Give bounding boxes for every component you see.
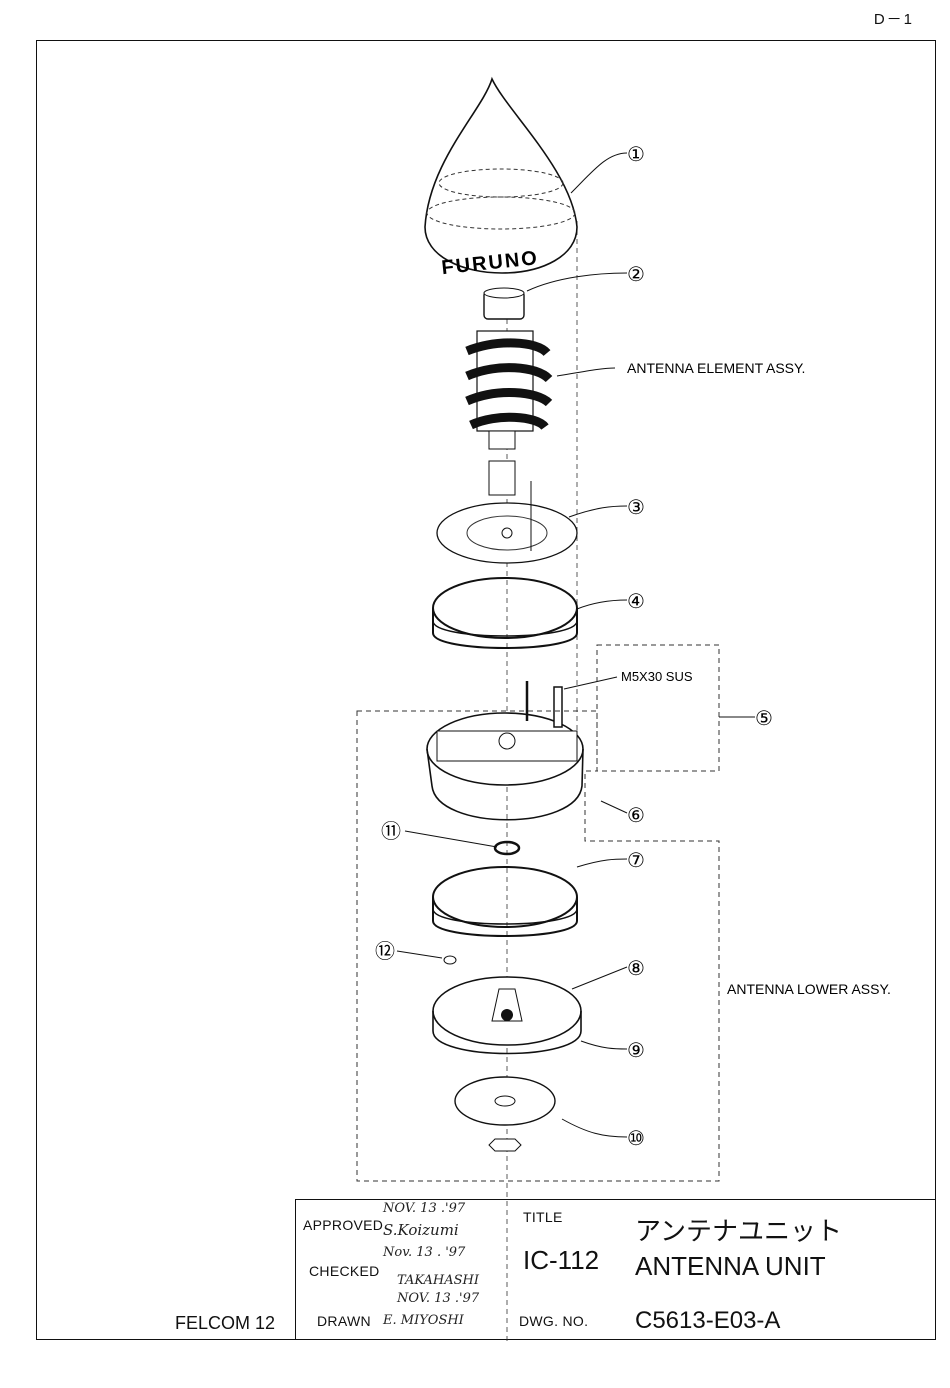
approved-label: APPROVED bbox=[303, 1217, 383, 1233]
callout-4: ④ bbox=[627, 591, 645, 613]
seal-ring-lower bbox=[433, 867, 577, 936]
callout-2: ② bbox=[627, 264, 645, 286]
approved-date: NOV. 13 .'97 bbox=[383, 1201, 465, 1216]
callout-10: ⑩ bbox=[627, 1128, 645, 1150]
label-lower-assy: ANTENNA LOWER ASSY. bbox=[727, 981, 891, 997]
bottom-plate bbox=[455, 1077, 555, 1151]
checked-by: TAKAHASHI bbox=[397, 1273, 479, 1288]
exploded-diagram: FURUNO bbox=[37, 41, 937, 1341]
callout-3: ③ bbox=[627, 497, 645, 519]
product-name: FELCOM 12 bbox=[175, 1313, 275, 1334]
screw-group-boundary bbox=[597, 645, 719, 771]
element-cap bbox=[484, 288, 524, 319]
callout-1: ① bbox=[627, 144, 645, 166]
label-screw: M5X30 SUS bbox=[621, 669, 693, 684]
drawing-sheet: FURUNO bbox=[36, 40, 936, 1340]
title-japanese: アンテナユニット bbox=[635, 1211, 842, 1248]
upper-housing bbox=[427, 681, 583, 820]
dwg-no-label: DWG. NO. bbox=[519, 1313, 588, 1329]
callout-6: ⑥ bbox=[627, 805, 645, 827]
drawn-date: NOV. 13 .'97 bbox=[397, 1291, 479, 1306]
callout-5: ⑤ bbox=[755, 708, 773, 730]
approved-by: S.Koizumi bbox=[383, 1221, 459, 1239]
radome: FURUNO bbox=[425, 79, 577, 279]
antenna-element bbox=[467, 331, 549, 495]
seal-ring-upper bbox=[433, 578, 577, 648]
checked-date: Nov. 13 . '97 bbox=[383, 1245, 465, 1260]
callout-9: ⑨ bbox=[627, 1040, 645, 1062]
checked-label: CHECKED bbox=[309, 1263, 380, 1279]
callout-8: ⑧ bbox=[627, 958, 645, 980]
gasket-12 bbox=[444, 956, 456, 964]
page-number: D－1 bbox=[874, 8, 914, 29]
label-element-assy: ANTENNA ELEMENT ASSY. bbox=[627, 360, 805, 376]
model-code: IC-112 bbox=[523, 1245, 599, 1276]
callout-7: ⑦ bbox=[627, 850, 645, 872]
drawn-by: E. MIYOSHI bbox=[383, 1313, 464, 1328]
dwg-number: C5613-E03-A bbox=[635, 1307, 780, 1335]
title-english: ANTENNA UNIT bbox=[635, 1251, 826, 1282]
callout-12: ⑫ bbox=[375, 940, 395, 963]
title-label: TITLE bbox=[523, 1209, 563, 1225]
drawn-label: DRAWN bbox=[317, 1313, 371, 1329]
callout-11: ⑪ bbox=[381, 820, 401, 843]
